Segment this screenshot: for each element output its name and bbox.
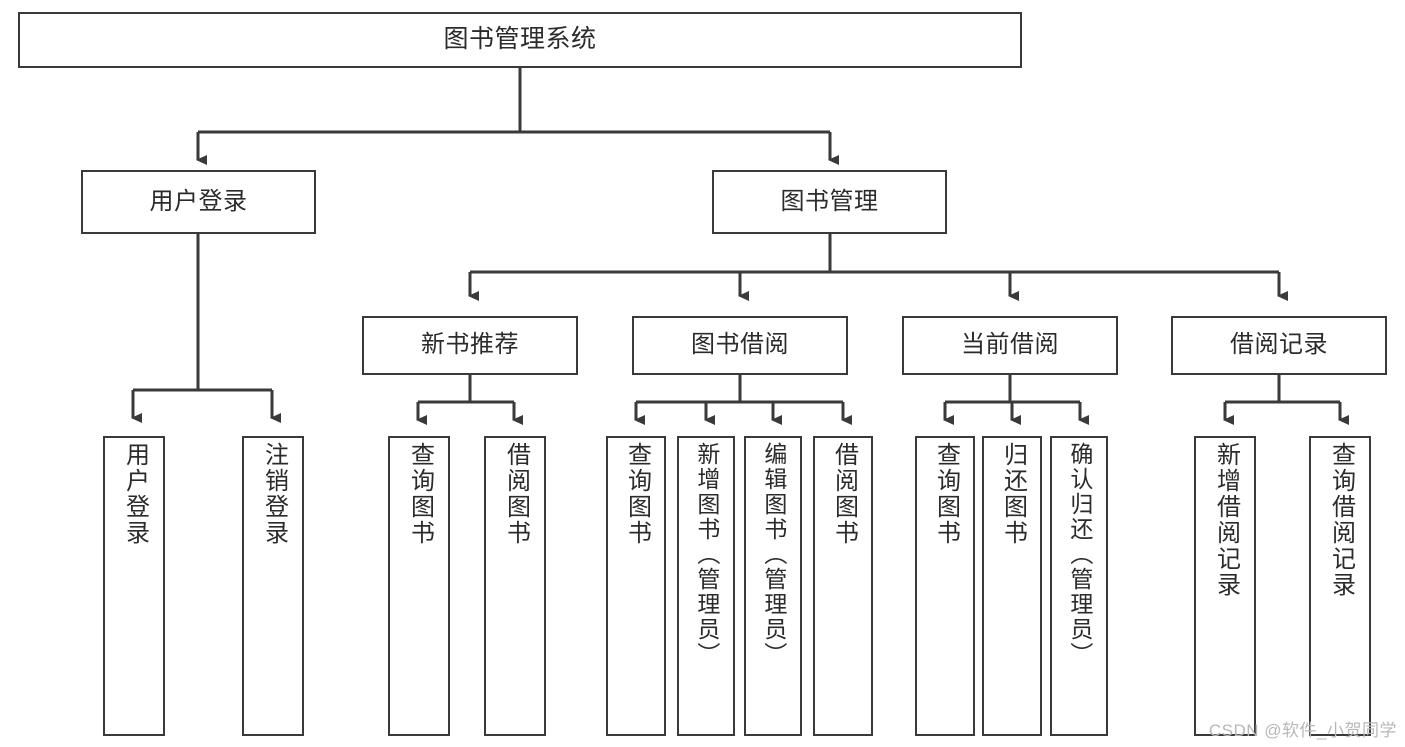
node-book-borrow[interactable]: 图书借阅 <box>632 316 848 375</box>
node-book-management[interactable]: 图书管理 <box>712 170 947 234</box>
leaf-add-book-admin[interactable]: 新增图书（管理员） <box>677 436 735 736</box>
node-label: 借阅图书 <box>830 442 858 546</box>
node-label: 查询图书 <box>406 442 434 546</box>
node-label: 注销登录 <box>260 442 288 546</box>
leaf-query-book-recommend[interactable]: 查询图书 <box>388 436 450 736</box>
node-label: 确认归还（管理员） <box>1066 442 1093 667</box>
node-label: 图书管理 <box>780 187 879 215</box>
leaf-borrow-book[interactable]: 借阅图书 <box>813 436 873 736</box>
leaf-borrow-book-recommend[interactable]: 借阅图书 <box>484 436 546 736</box>
leaf-add-borrow-record[interactable]: 新增借阅记录 <box>1194 436 1256 736</box>
leaf-return-book[interactable]: 归还图书 <box>982 436 1042 736</box>
leaf-query-book-borrow[interactable]: 查询图书 <box>606 436 666 736</box>
node-label: 新书推荐 <box>421 331 519 359</box>
node-borrow-records[interactable]: 借阅记录 <box>1171 316 1387 375</box>
node-new-book-recommendation[interactable]: 新书推荐 <box>362 316 578 375</box>
node-label: 当前借阅 <box>961 331 1059 359</box>
node-label: 借阅记录 <box>1230 331 1328 359</box>
node-user-login[interactable]: 用户登录 <box>81 170 316 234</box>
node-label: 查询图书 <box>932 442 960 546</box>
leaf-edit-book-admin[interactable]: 编辑图书（管理员） <box>744 436 802 736</box>
node-label: 新增图书（管理员） <box>693 442 720 667</box>
node-root-book-management-system[interactable]: 图书管理系统 <box>18 12 1022 68</box>
leaf-logout[interactable]: 注销登录 <box>242 436 304 736</box>
leaf-query-book-current[interactable]: 查询图书 <box>915 436 975 736</box>
node-label: 用户登录 <box>149 187 248 215</box>
leaf-confirm-return-admin[interactable]: 确认归还（管理员） <box>1050 436 1108 736</box>
node-label: 借阅图书 <box>502 442 530 546</box>
node-current-borrow[interactable]: 当前借阅 <box>902 316 1118 375</box>
node-label: 查询图书 <box>623 442 651 546</box>
node-label: 图书管理系统 <box>443 25 597 54</box>
node-label: 新增借阅记录 <box>1212 442 1240 598</box>
node-label: 查询借阅记录 <box>1327 442 1355 598</box>
node-label: 图书借阅 <box>691 331 789 359</box>
leaf-user-login[interactable]: 用户登录 <box>103 436 165 736</box>
csdn-watermark: CSDN @软件_小贺同学 <box>1208 721 1397 740</box>
node-label: 编辑图书（管理员） <box>760 442 787 667</box>
leaf-query-borrow-record[interactable]: 查询借阅记录 <box>1309 436 1371 736</box>
node-label: 用户登录 <box>121 442 149 546</box>
node-label: 归还图书 <box>999 442 1027 546</box>
